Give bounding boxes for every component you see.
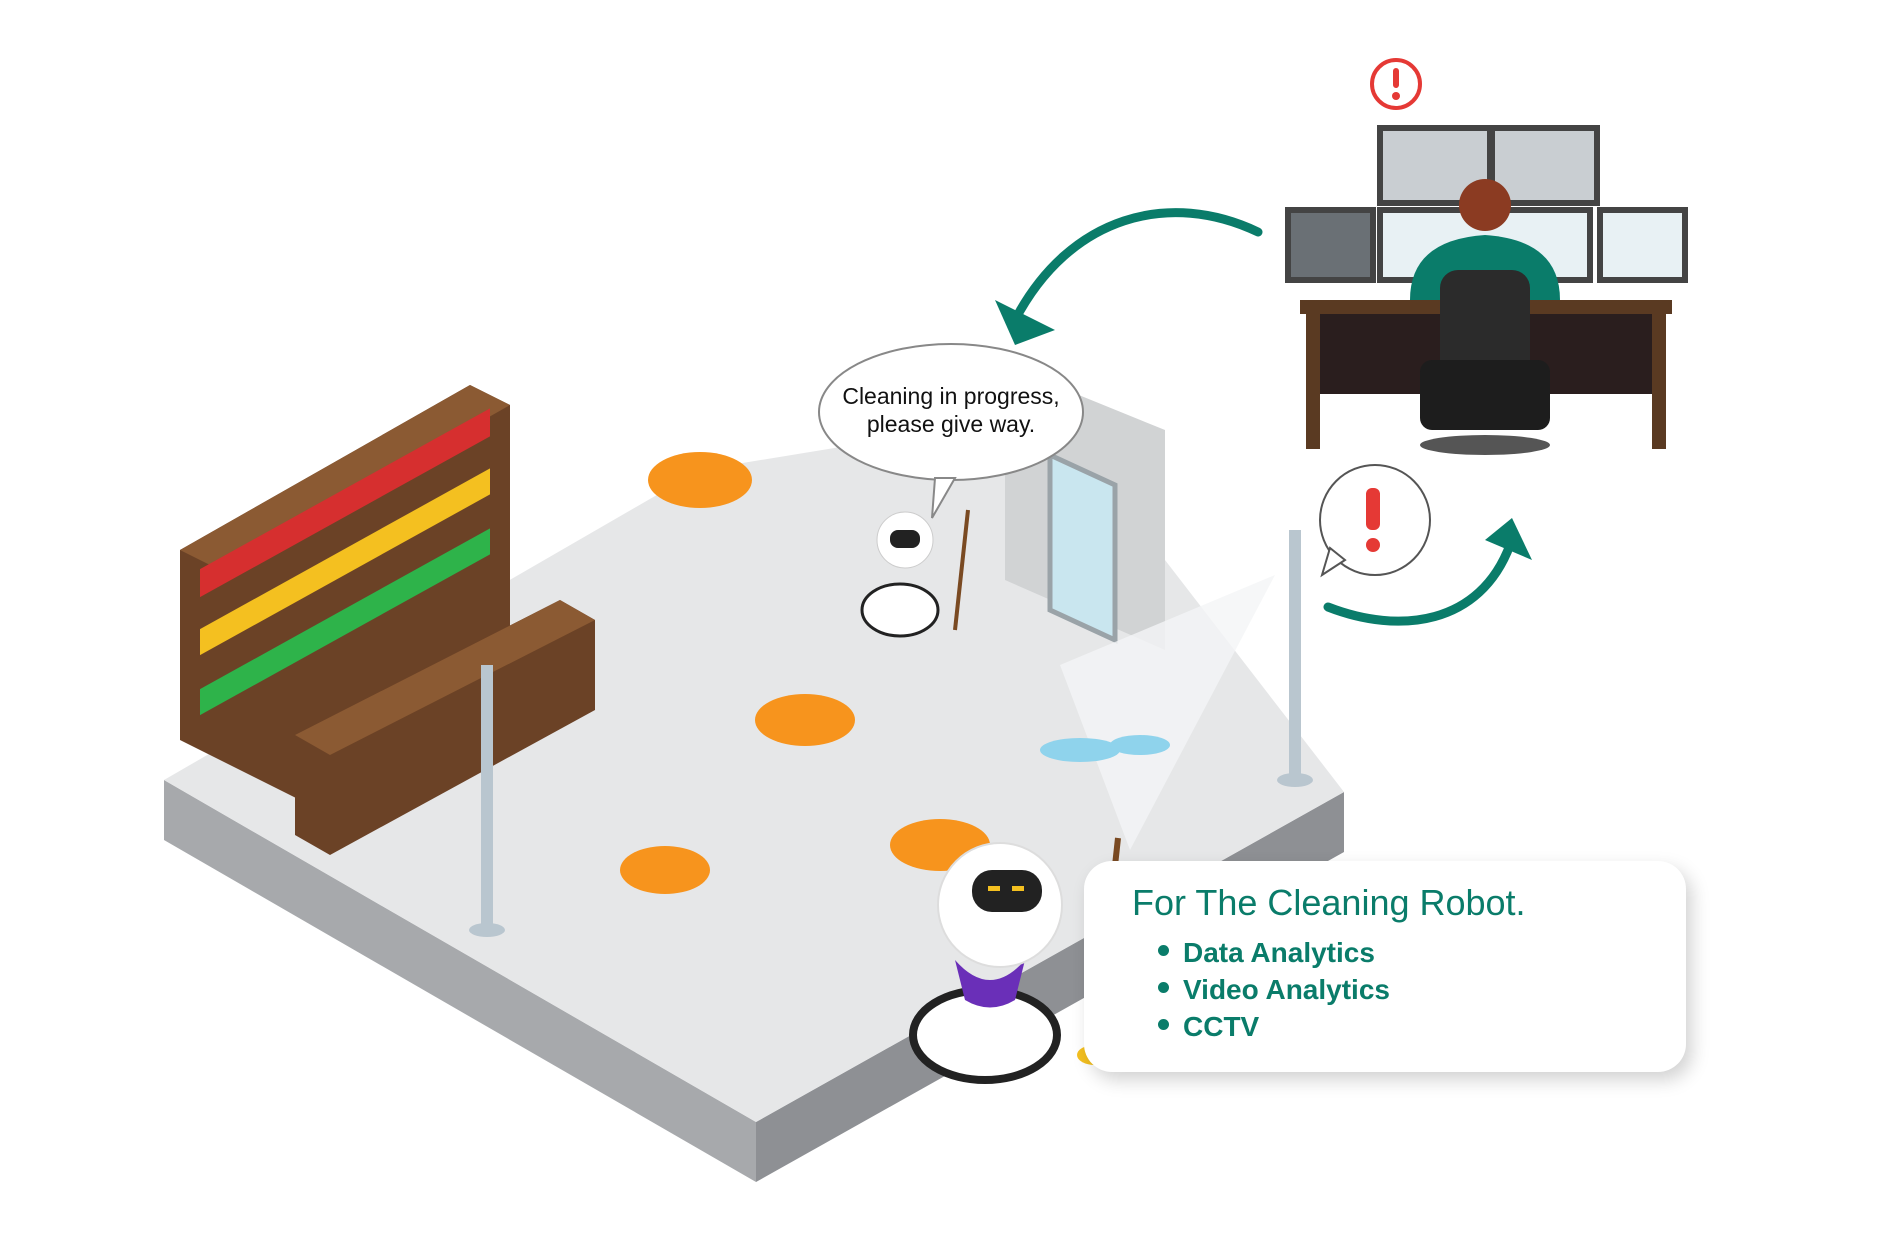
arrow-to-robot-icon (1010, 208, 1263, 325)
floor-side-left (164, 780, 756, 1182)
bullet-icon (1158, 1019, 1169, 1031)
info-card (1084, 861, 1686, 1072)
speech-line-1: Cleaning in progress, (842, 383, 1060, 409)
bullet-icon (1158, 945, 1169, 957)
feature-list: Data Analytics Video Analytics CCTV (1158, 934, 1390, 1045)
camera-view-cone (1060, 575, 1275, 850)
feature-label: Data Analytics (1183, 937, 1375, 968)
info-card-title: For The Cleaning Robot. (1132, 882, 1526, 923)
feature-item: Video Analytics (1158, 971, 1390, 1008)
control-room (1285, 125, 1688, 455)
arrow-to-control-room-icon (1323, 540, 1515, 626)
bullet-icon (1158, 982, 1169, 994)
cctv-pole (1289, 530, 1301, 780)
feature-item: CCTV (1158, 1008, 1390, 1045)
counter (295, 600, 595, 855)
speech-line-2: please give way. (866, 411, 1036, 437)
feature-item: Data Analytics (1158, 934, 1390, 971)
feature-label: CCTV (1183, 1011, 1260, 1042)
door (1047, 451, 1118, 644)
feature-label: Video Analytics (1183, 974, 1390, 1005)
cctv-pole (481, 665, 493, 930)
alert-icon (1370, 58, 1422, 110)
camera-alert-bubble-icon (1319, 464, 1431, 578)
spill (1040, 738, 1120, 762)
robot-cleaning (909, 837, 1121, 1084)
robot-small (860, 509, 970, 638)
speech-bubble-text: Cleaning in progress, please give way. (830, 382, 1072, 438)
